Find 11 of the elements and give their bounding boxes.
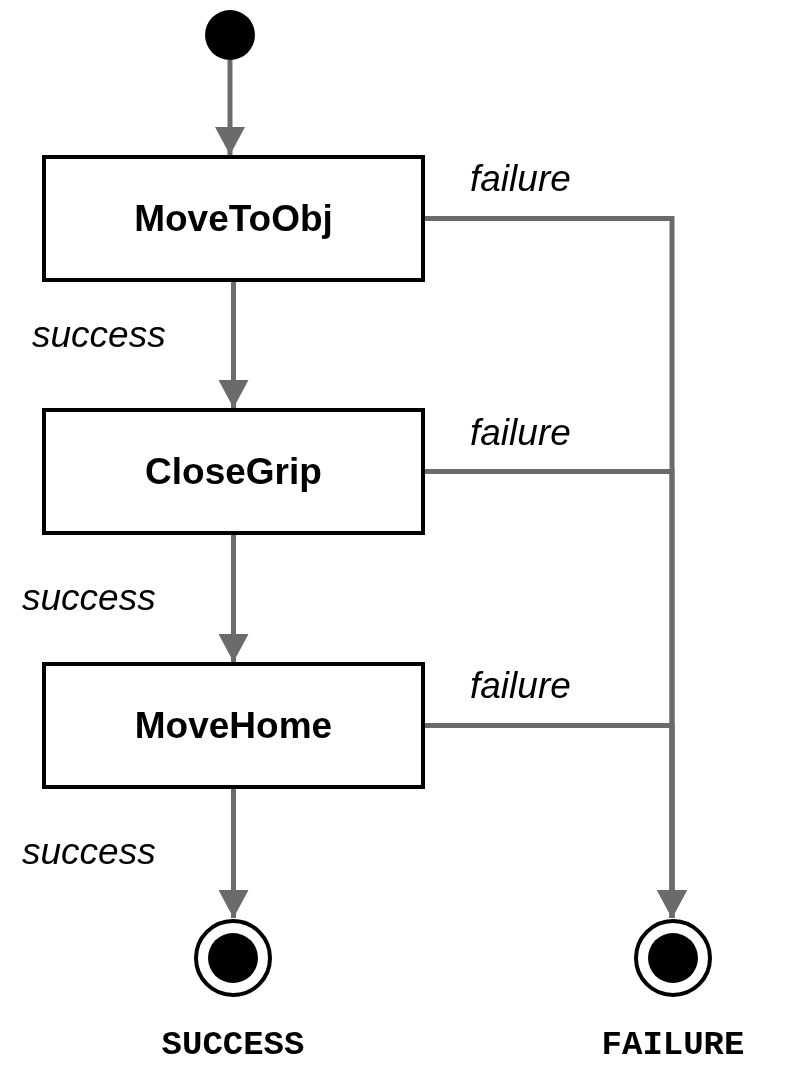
state-box: MoveToObj xyxy=(42,155,425,282)
state-box: CloseGrip xyxy=(42,408,425,535)
arrow xyxy=(218,789,249,918)
state-label: FAILURE xyxy=(601,1028,745,1062)
arrow xyxy=(215,60,245,155)
initial-state xyxy=(205,10,255,60)
arrow xyxy=(425,723,687,918)
arrow xyxy=(218,282,249,408)
state-box: MoveHome xyxy=(42,662,425,789)
arrow xyxy=(218,535,249,662)
state-label: SUCCESS xyxy=(161,1028,305,1062)
